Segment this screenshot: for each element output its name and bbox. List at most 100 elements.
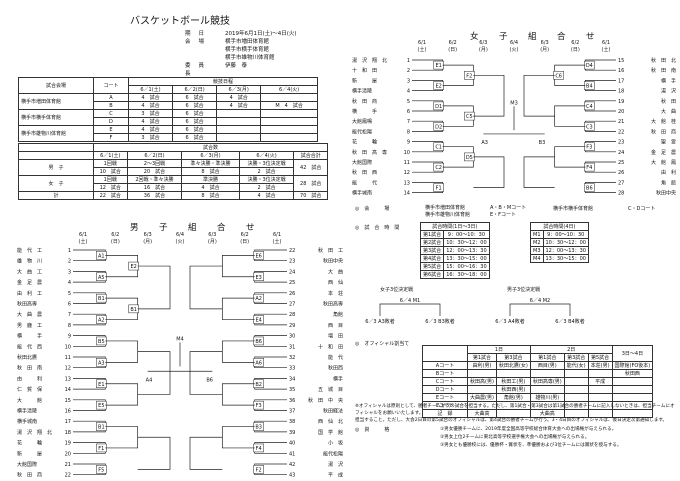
bracket-line bbox=[189, 265, 223, 310]
game-code: B5 bbox=[98, 339, 105, 345]
game-code: F1 bbox=[436, 186, 442, 192]
bracket-line bbox=[473, 74, 505, 117]
award-line: ②男女上位2チームに東北高等学校選手権大会への出場権が与えられる。 bbox=[440, 435, 590, 440]
table-row: 試合数 bbox=[18, 143, 328, 152]
table-cell: 秋田高専(男) bbox=[529, 377, 565, 386]
game-code: E5 bbox=[98, 403, 104, 409]
team-name: 能代松陽 bbox=[323, 450, 343, 457]
date-label: 6/2 bbox=[111, 232, 119, 238]
game-code: B6 bbox=[206, 377, 213, 383]
team-seed: 1 bbox=[407, 58, 410, 64]
table-row: 試合時間(4日) bbox=[530, 222, 589, 231]
venue-item: 横手市横手体育館 bbox=[553, 206, 594, 212]
table-cell: 6 試合 bbox=[172, 133, 218, 142]
venue-item: C・Dコート bbox=[628, 206, 656, 212]
game-code: F1 bbox=[98, 446, 104, 452]
meta-key: 会場 bbox=[185, 39, 213, 45]
team-name: 秋 田 高 専 bbox=[352, 149, 387, 156]
table-row: Fコート bbox=[422, 401, 654, 410]
table-cell: 準々決勝・準決勝 bbox=[181, 159, 240, 168]
venue-info-label: ◎ 会 場 bbox=[355, 206, 390, 212]
game-code: C2 bbox=[435, 165, 442, 171]
table-cell: 試合時間(4日) bbox=[530, 222, 589, 231]
table-cell: 第3試合 bbox=[419, 246, 445, 255]
team-seed: 22 bbox=[289, 248, 295, 254]
venue-item: E・Fコート bbox=[490, 212, 517, 218]
team-seed: 21 bbox=[65, 462, 71, 468]
team-seed: 31 bbox=[289, 344, 295, 350]
game-code: A1 bbox=[98, 253, 105, 259]
date-label: 6/2 bbox=[571, 40, 579, 46]
team-seed: 16 bbox=[618, 68, 624, 74]
game-code: C3 bbox=[586, 124, 593, 130]
day-label: (日) bbox=[571, 47, 580, 53]
team-seed: 11 bbox=[65, 355, 71, 361]
team-name: 秋田北鷹 bbox=[17, 354, 37, 361]
day-label: (月) bbox=[479, 47, 488, 53]
game-code: A3 bbox=[481, 140, 488, 146]
meta-key: 期日 bbox=[185, 31, 213, 37]
table-row: Cコート秋田高(男)秋田工(男)秋田高専(男)平成 bbox=[422, 377, 654, 386]
table-row: 記 録大曲高大曲高 bbox=[422, 409, 654, 418]
table-cell bbox=[587, 385, 613, 394]
table-cell: 9：00～10：30 bbox=[443, 230, 490, 239]
game-box bbox=[584, 183, 595, 192]
team-name: 大館国際 bbox=[17, 461, 37, 468]
team-name: 由 利 工 bbox=[17, 290, 42, 297]
table-cell: 第2試合 bbox=[419, 238, 445, 247]
table-cell: 4 試合 bbox=[127, 117, 174, 126]
team-seed: 13 bbox=[404, 180, 410, 186]
day-label: (日) bbox=[448, 47, 457, 53]
final-code: M3 bbox=[510, 100, 518, 106]
table-cell: 4 試合 bbox=[181, 183, 240, 192]
playoff-game: 6／4 M1 bbox=[400, 298, 420, 304]
final-line bbox=[483, 106, 545, 135]
table-cell: M 4 試合 bbox=[260, 101, 318, 110]
table-cell: C bbox=[93, 109, 129, 118]
day-label: (土) bbox=[602, 46, 611, 53]
table-cell: Cコート bbox=[422, 377, 468, 386]
game-code: F4 bbox=[256, 446, 262, 452]
table-cell: 6 試合 bbox=[172, 125, 218, 134]
date-label: 6/1 bbox=[79, 232, 87, 238]
team-seed: 8 bbox=[68, 323, 71, 329]
team-seed: 7 bbox=[407, 119, 410, 125]
table-cell: 第3試合 bbox=[495, 353, 531, 362]
team-name: 秋田西 bbox=[328, 365, 343, 372]
game-code: E1 bbox=[435, 63, 441, 69]
table-cell: 雄物川(男) bbox=[529, 393, 565, 402]
venue-courts: A・B・Mコート E・Fコート bbox=[490, 205, 526, 219]
team-seed: 12 bbox=[404, 170, 410, 176]
game-code: F4 bbox=[586, 165, 592, 171]
playoff-team: 6／3 A3敗者 bbox=[365, 318, 395, 324]
table-cell bbox=[422, 345, 468, 362]
team-seed: 27 bbox=[289, 302, 295, 308]
team-name: 由 利 bbox=[17, 375, 42, 382]
game-code: B2 bbox=[255, 382, 262, 388]
table-cell: M4 bbox=[530, 254, 544, 263]
table-cell: コート bbox=[93, 77, 129, 94]
day-label: (土) bbox=[79, 238, 88, 245]
day-label: (火) bbox=[176, 239, 185, 245]
table-cell: 8 試合 bbox=[181, 191, 240, 200]
team-seed: 9 bbox=[68, 334, 71, 340]
team-name: 大 館 桂 bbox=[651, 118, 676, 125]
table-cell: 1回戦 bbox=[93, 175, 128, 184]
meta-value: 横手市増田体育館 bbox=[225, 39, 270, 45]
table-cell: 試合会場 bbox=[18, 77, 94, 94]
team-seed: 10 bbox=[65, 344, 71, 350]
table-cell: 36 試合 bbox=[126, 191, 183, 200]
meta-value: 横手市横手体育館 bbox=[225, 47, 270, 53]
game-box bbox=[433, 183, 444, 192]
table-cell: 6／4(火) bbox=[238, 151, 295, 160]
bracket-line bbox=[137, 265, 171, 310]
playoff-team: 6／3 B3敗者 bbox=[425, 318, 455, 324]
final-line bbox=[147, 342, 213, 372]
